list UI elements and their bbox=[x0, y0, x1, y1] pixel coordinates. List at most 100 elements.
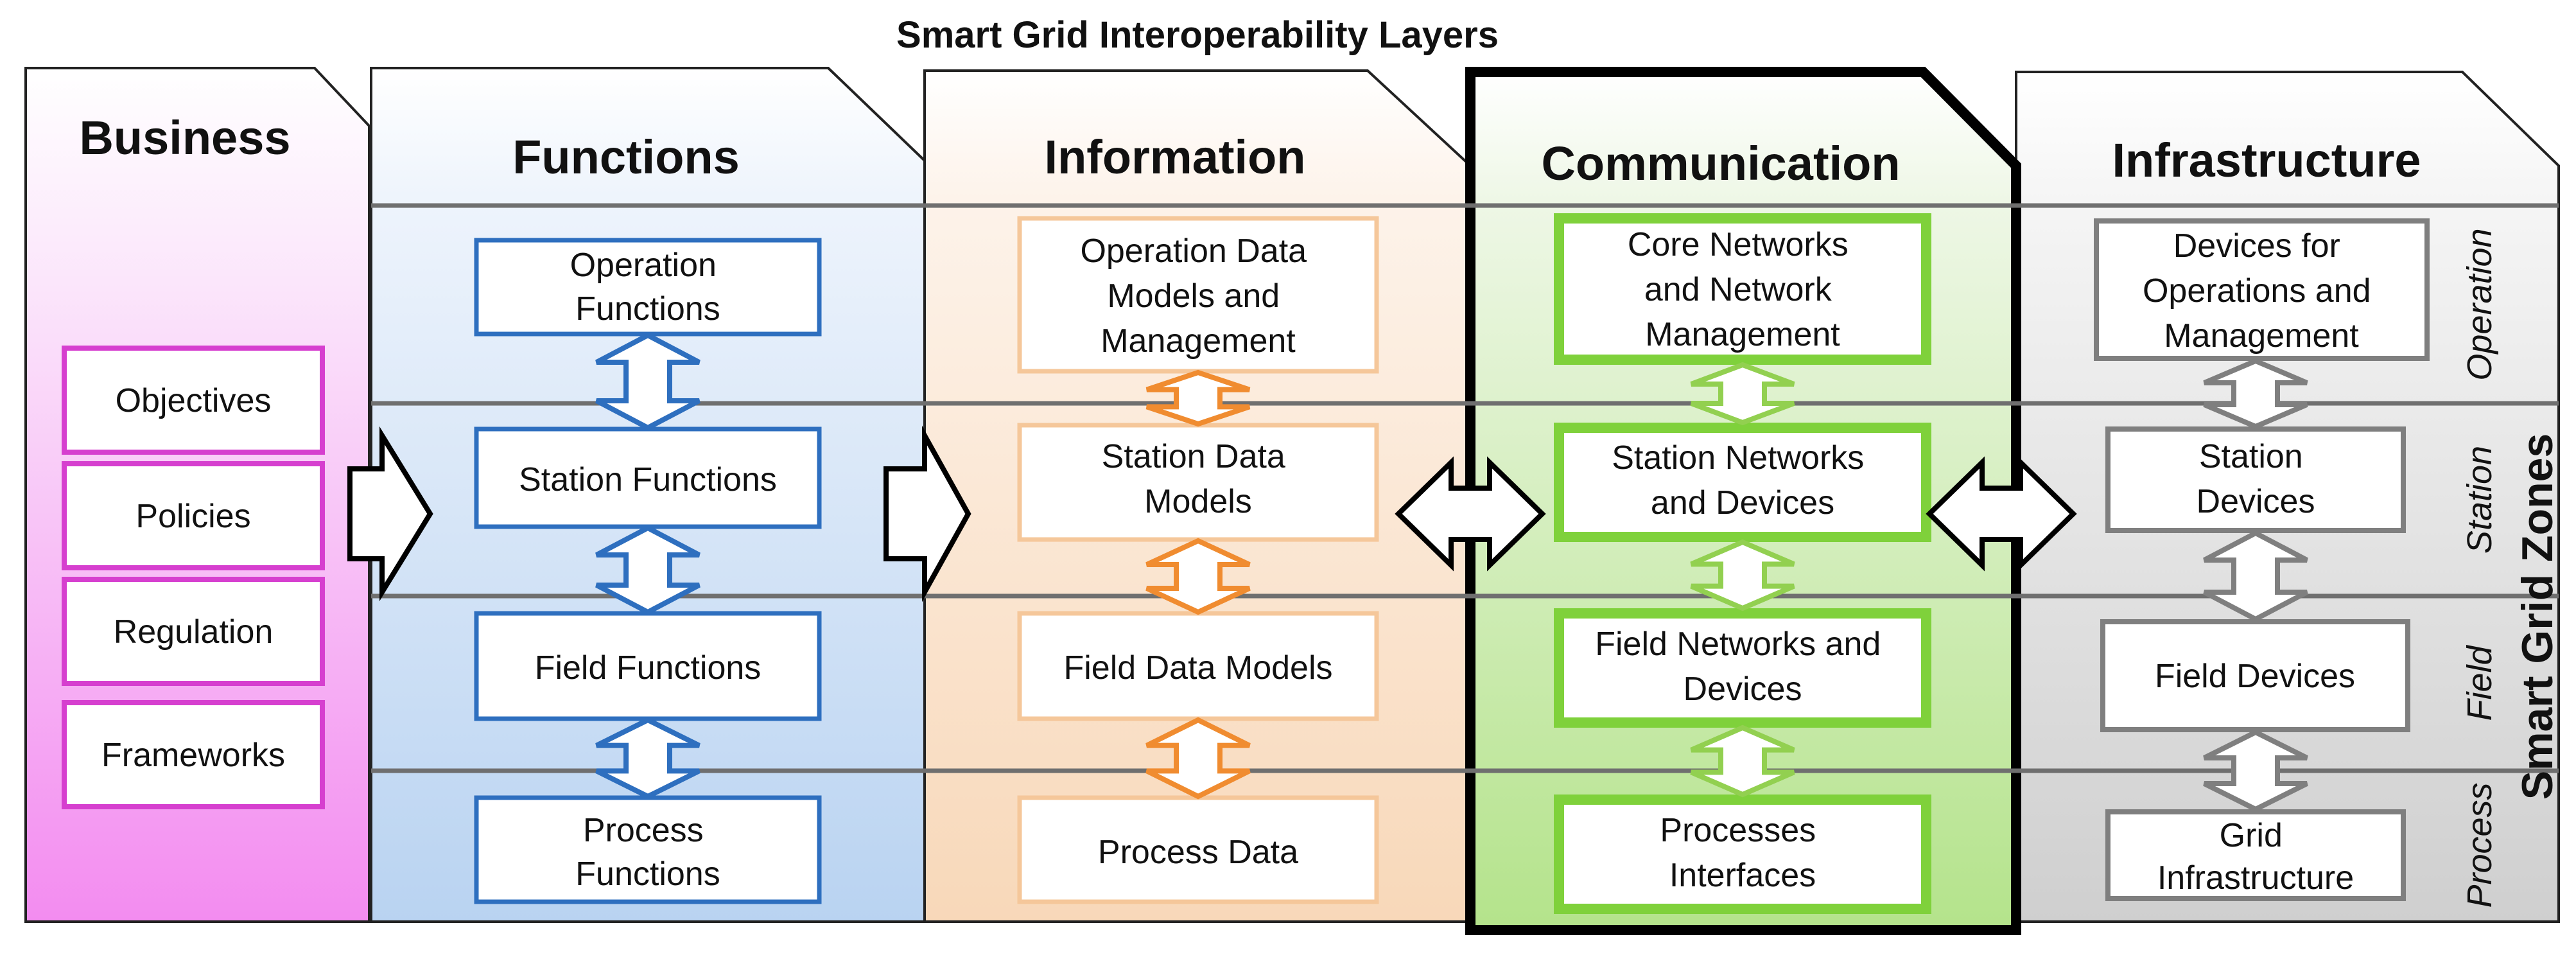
information-box: Process Data bbox=[1017, 795, 1379, 904]
svg-text:Grid Infrastructure: Grid Infrastructure bbox=[2157, 817, 2354, 897]
information-box-line: Models bbox=[1144, 483, 1252, 520]
business-item: Frameworks bbox=[62, 700, 325, 809]
layer-arrows bbox=[347, 425, 2077, 602]
business-item-label: Objectives bbox=[116, 382, 272, 419]
infrastructure-box-line: Infrastructure bbox=[2157, 859, 2354, 897]
communication-box-line: Field Networks and bbox=[1595, 626, 1881, 663]
infrastructure-title: Infrastructure bbox=[2112, 134, 2421, 187]
communication-box-line: Interfaces bbox=[1669, 857, 1816, 894]
infrastructure-box: Field Devices bbox=[2100, 619, 2410, 732]
infrastructure-box-line: Devices bbox=[2197, 483, 2315, 520]
communication-box: Core Networks and Network Management bbox=[1554, 213, 1931, 365]
zone-label-field: Field bbox=[2460, 645, 2499, 721]
double-arrow-information-to-communication bbox=[1395, 456, 1546, 572]
information-box: Station Data Models bbox=[1017, 423, 1379, 542]
communication-double-arrow bbox=[1690, 539, 1795, 611]
communication-box-line: Core Networks bbox=[1628, 226, 1849, 263]
business-item-label: Regulation bbox=[114, 613, 274, 651]
svg-text:Station Devices: Station Devices bbox=[2197, 438, 2315, 520]
functions-title: Functions bbox=[512, 130, 740, 184]
functions-box-line: Functions bbox=[575, 290, 720, 328]
communication-box-line: Management bbox=[1645, 316, 1840, 353]
functions-box-line: Operation bbox=[570, 247, 717, 284]
information-box-line: Management bbox=[1101, 322, 1296, 360]
zone-grid bbox=[371, 203, 2559, 773]
infrastructure-double-arrow bbox=[2203, 530, 2308, 622]
diagram-title: Smart Grid Interoperability Layers bbox=[896, 14, 1499, 56]
information-box-line: Field Data Models bbox=[1063, 649, 1332, 687]
infrastructure-box-line: Operations and bbox=[2143, 272, 2371, 310]
svg-text:Core Networks and Netw: Core Networks and Network Management bbox=[1628, 226, 1858, 353]
functions-box: Process Functions bbox=[474, 795, 822, 904]
infrastructure-box-line: Field Devices bbox=[2155, 658, 2355, 695]
functions-box-line: Station Functions bbox=[519, 461, 777, 498]
information-title: Information bbox=[1045, 130, 1306, 184]
business-item: Objectives bbox=[62, 346, 325, 455]
information-double-arrow bbox=[1145, 538, 1251, 615]
business-item: Policies bbox=[62, 461, 325, 570]
information-box-line: Process Data bbox=[1098, 834, 1298, 871]
information-box-line: Station Data bbox=[1102, 438, 1285, 475]
svg-text:Process Functions: Process Functions bbox=[575, 812, 720, 893]
communication-title: Communication bbox=[1541, 137, 1900, 190]
functions-box: Station Functions bbox=[474, 426, 822, 529]
zone-labels: Operation Station Field Process Smart Gr… bbox=[2460, 228, 2562, 908]
functions-double-arrow bbox=[595, 332, 701, 431]
zone-label-operation: Operation bbox=[2460, 228, 2499, 380]
information-box: Field Data Models bbox=[1017, 611, 1379, 721]
infrastructure-box: Devices for Operations and Management bbox=[2094, 218, 2430, 361]
zone-label-process: Process bbox=[2460, 782, 2499, 908]
functions-box: Field Functions bbox=[474, 611, 822, 721]
zone-label-station: Station bbox=[2460, 446, 2499, 554]
infrastructure-double-arrow bbox=[2203, 729, 2308, 812]
communication-box-line: Station Networks bbox=[1612, 439, 1864, 477]
communication-box: Processes Interfaces bbox=[1554, 795, 1931, 914]
information-box-line: Models and bbox=[1107, 277, 1280, 315]
smart-grid-zones-title: Smart Grid Zones bbox=[2513, 434, 2562, 800]
information-box-line: Operation Data bbox=[1080, 233, 1307, 270]
svg-text:Processes Interfaces: Processes Interfaces bbox=[1660, 812, 1825, 894]
functions-box-line: Functions bbox=[575, 856, 720, 893]
communication-double-arrow bbox=[1690, 362, 1795, 426]
infrastructure-box-line: Management bbox=[2164, 317, 2359, 355]
communication-box-line: Devices bbox=[1684, 671, 1802, 708]
functions-box: Operation Functions bbox=[474, 238, 822, 337]
communication-box-line: Processes bbox=[1660, 812, 1816, 849]
communication-double-arrow bbox=[1690, 724, 1795, 798]
communication-box: Field Networks and Devices bbox=[1554, 608, 1931, 728]
infrastructure-box: Station Devices bbox=[2105, 426, 2406, 533]
information-double-arrow bbox=[1145, 717, 1251, 800]
functions-boxes: Operation Functions Station Functions Fi… bbox=[474, 238, 822, 904]
information-boxes: Operation Data Models and Management Sta… bbox=[1017, 216, 1379, 904]
infrastructure-box: Grid Infrastructure bbox=[2105, 809, 2406, 901]
svg-text:Station Data Models: Station Data Models bbox=[1102, 438, 1295, 520]
business-item: Regulation bbox=[62, 577, 325, 686]
information-double-arrow bbox=[1145, 369, 1251, 427]
communication-boxes: Core Networks and Network Management Sta… bbox=[1554, 213, 1931, 914]
svg-text:Operation Functions: Operation Functions bbox=[570, 247, 726, 328]
business-panel: Business Objectives Policies Regulation … bbox=[24, 67, 370, 923]
infrastructure-boxes: Devices for Operations and Management St… bbox=[2094, 218, 2430, 901]
business-item-label: Policies bbox=[135, 498, 250, 535]
functions-double-arrow bbox=[595, 525, 701, 615]
vertical-arrows bbox=[595, 332, 2308, 812]
double-arrow-communication-to-infrastructure bbox=[1926, 456, 2077, 572]
infrastructure-double-arrow bbox=[2203, 358, 2308, 430]
communication-box-line: and Devices bbox=[1651, 484, 1834, 522]
communication-box-line: and Network bbox=[1644, 271, 1832, 308]
functions-box-line: Process bbox=[583, 812, 704, 849]
svg-text:Devices for Operations: Devices for Operations and Management bbox=[2143, 227, 2380, 355]
infrastructure-box-line: Station bbox=[2199, 438, 2303, 475]
functions-box-line: Field Functions bbox=[535, 649, 761, 687]
right-arrow-business-to-functions bbox=[347, 426, 433, 602]
communication-box: Station Networks and Devices bbox=[1554, 423, 1931, 542]
svg-text:Operation Data Models: Operation Data Models and Management bbox=[1080, 233, 1316, 360]
infrastructure-box-line: Devices for bbox=[2173, 227, 2340, 265]
business-item-label: Frameworks bbox=[101, 737, 285, 774]
svg-text:Field Networks and Dev: Field Networks and Devices bbox=[1595, 626, 1890, 708]
svg-text:Station Networks and D: Station Networks and Devices bbox=[1612, 439, 1874, 522]
right-arrow-functions-to-information bbox=[883, 425, 971, 602]
infrastructure-box-line: Grid bbox=[2220, 817, 2283, 854]
information-box: Operation Data Models and Management bbox=[1017, 216, 1379, 374]
